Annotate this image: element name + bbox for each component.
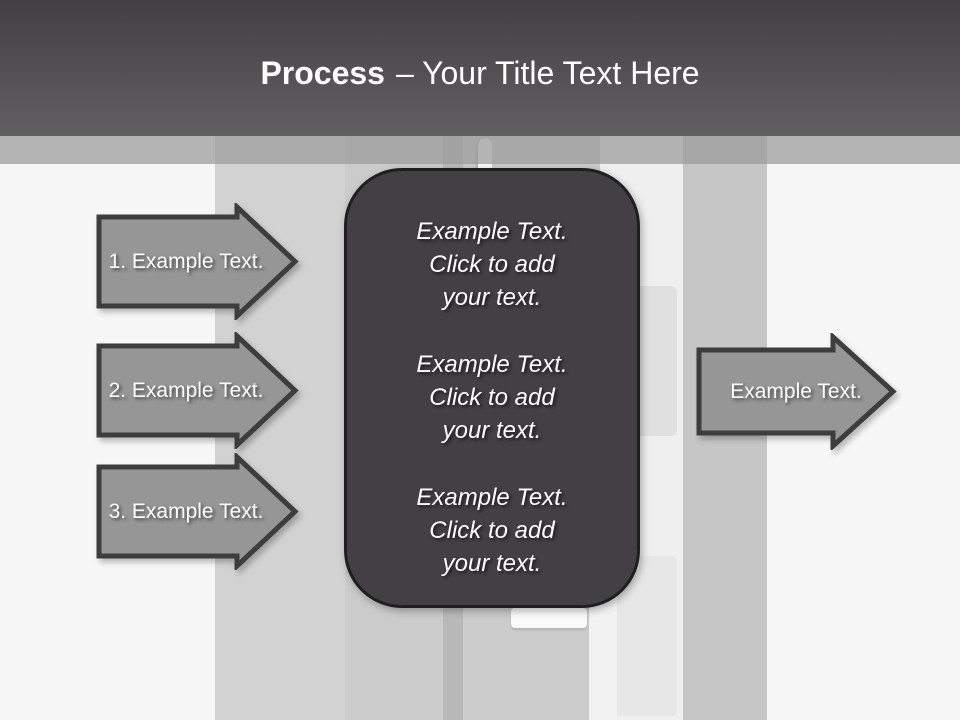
photo-door-handle [511, 608, 587, 628]
process-step-3-arrow[interactable]: 3. Example Text. [96, 453, 300, 570]
process-output-arrow[interactable]: Example Text. [696, 333, 897, 450]
right-arrow-icon [696, 333, 897, 450]
placeholder-text-2[interactable]: Example Text. Click to add your text. [416, 351, 568, 444]
right-arrow-icon [96, 203, 299, 320]
process-step-1-arrow[interactable]: 1. Example Text. [96, 203, 300, 320]
process-step-2-arrow[interactable]: 2. Example Text. [96, 332, 300, 449]
output-label: Example Text. [730, 379, 862, 403]
step-2-label: 2. Example Text. [108, 378, 264, 402]
placeholder-text-1[interactable]: Example Text. Click to add your text. [416, 218, 568, 311]
photo-door-strip [589, 596, 617, 720]
center-text-box[interactable]: Example Text. Click to add your text. Ex… [344, 168, 640, 608]
title-text: – Your Title Text Here [395, 54, 700, 91]
title-keyword: Process [260, 54, 385, 91]
placeholder-text-3[interactable]: Example Text. Click to add your text. [416, 484, 568, 577]
title-bar: Process – Your Title Text Here [0, 0, 960, 136]
right-arrow-icon [96, 332, 299, 449]
header-band [0, 136, 960, 164]
step-1-label: 1. Example Text. [108, 249, 264, 273]
right-arrow-icon [96, 453, 299, 570]
step-3-label: 3. Example Text. [108, 499, 264, 523]
slide-title[interactable]: Process – Your Title Text Here [260, 55, 699, 92]
